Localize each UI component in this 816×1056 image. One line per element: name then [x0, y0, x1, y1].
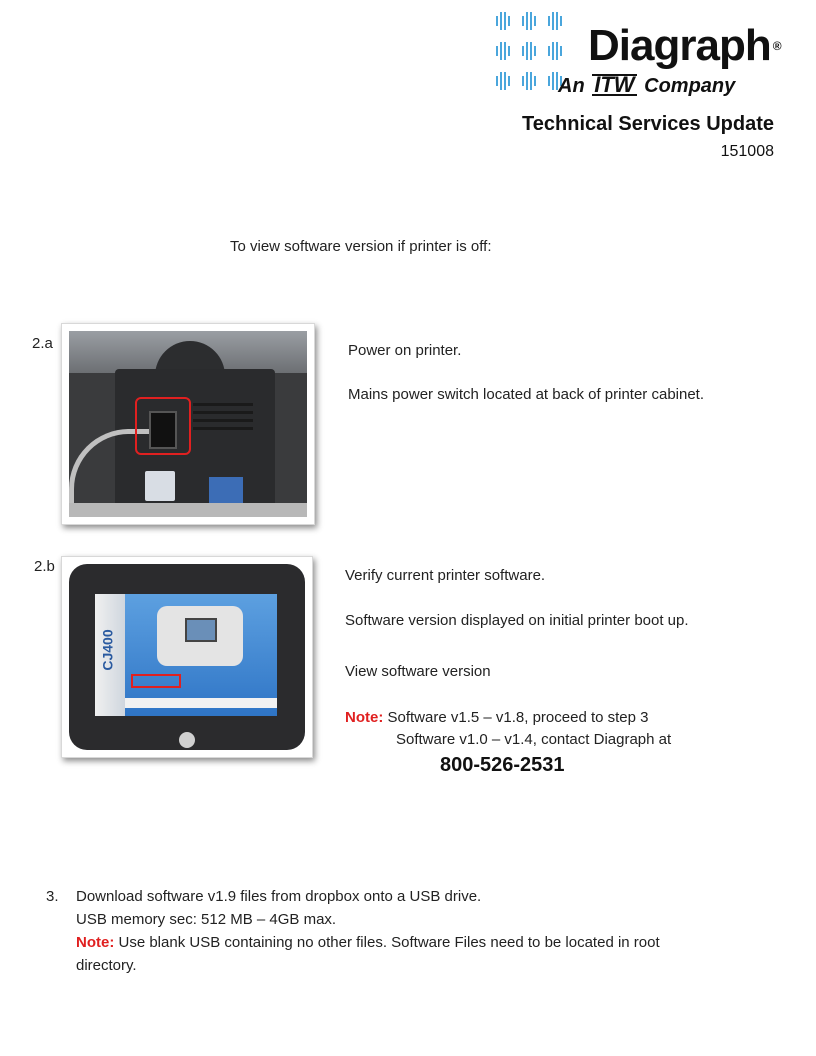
step-3-line1: Download software v1.9 files from dropbo… — [76, 888, 482, 905]
screen-button — [179, 732, 195, 748]
step-2a-label: 2.a — [32, 335, 53, 352]
step-2a-line2: Mains power switch located at back of pr… — [348, 386, 705, 403]
logo-brand: Diagraph® — [588, 21, 782, 70]
step-2b-line3: View software version — [345, 663, 491, 680]
step-3-note: Note: Use blank USB containing no other … — [76, 934, 660, 951]
version-highlight — [131, 674, 181, 688]
step-3-note-label: Note: — [76, 934, 115, 951]
power-switch — [149, 411, 177, 449]
step-3-line2: USB memory sec: 512 MB – 4GB max. — [76, 911, 337, 928]
diagraph-logo: Diagraph® An ITW Company — [496, 10, 796, 102]
note-label: Note: — [345, 709, 384, 726]
highlight-box — [135, 397, 191, 455]
step-2b-note1: Note: Software v1.5 – v1.8, proceed to s… — [345, 709, 649, 726]
printer-screen-photo: CJ400 — [61, 556, 313, 758]
step-2a-line1: Power on printer. — [348, 342, 462, 359]
phone-number: 800-526-2531 — [440, 754, 565, 776]
step-2b-line1: Verify current printer software. — [345, 567, 546, 584]
logo-tagline: An ITW Company — [558, 72, 736, 98]
step-2b-line2: Software version displayed on initial pr… — [345, 612, 689, 629]
step-2b-note2: Software v1.0 – v1.4, contact Diagraph a… — [396, 731, 672, 748]
page-title: Technical Services Update — [522, 113, 774, 135]
step-3-note-cont: directory. — [76, 957, 137, 974]
screen-model-label: CJ400 — [99, 629, 116, 671]
step-3-number: 3. — [46, 888, 59, 905]
step-2b-label: 2.b — [34, 558, 55, 575]
intro-text: To view software version if printer is o… — [230, 238, 492, 255]
document-number: 151008 — [720, 143, 774, 160]
printer-back-photo — [61, 323, 315, 525]
